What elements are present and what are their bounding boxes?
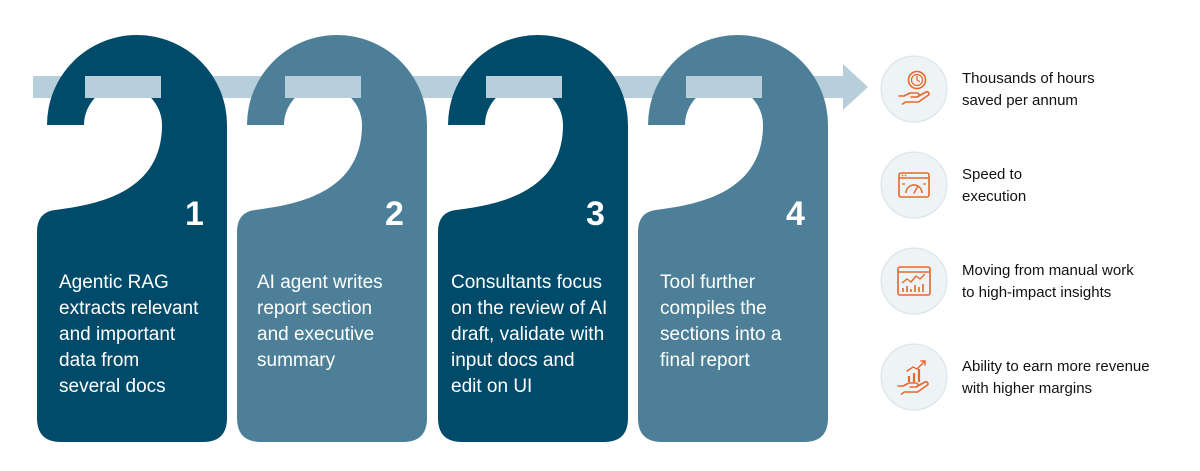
benefit-item-insights: Moving from manual work to high-impact i… — [880, 247, 1190, 317]
flow-arrow-segment — [85, 76, 161, 98]
benefit-line: Thousands of hours — [962, 70, 1095, 87]
step-3-line: Consultants focus — [451, 272, 603, 293]
benefit-line: with higher margins — [962, 380, 1093, 397]
benefit-line: saved per annum — [962, 92, 1078, 109]
step-2-number: 2 — [385, 195, 404, 233]
step-3-line: edit on UI — [451, 376, 533, 397]
benefit-line: execution — [962, 188, 1027, 205]
step-2-line: and executive — [257, 324, 375, 345]
step-3-line: on the review of AI — [451, 298, 608, 319]
clock-hand-icon — [880, 55, 948, 123]
step-4-text: Tool further compiles the sections into … — [660, 270, 835, 374]
benefit-text: Ability to earn more revenue with higher… — [962, 356, 1192, 400]
step-2-text: AI agent writes report section and execu… — [257, 270, 432, 374]
step-1-text: Agentic RAG extracts relevant and import… — [59, 270, 234, 400]
step-2-line: report section — [257, 298, 373, 319]
benefit-item-speed: Speed to execution — [880, 151, 1190, 221]
step-4-hanger — [638, 35, 828, 442]
benefit-line: Ability to earn more revenue — [962, 358, 1150, 375]
step-3-text: Consultants focus on the review of AI dr… — [451, 270, 631, 400]
flow-arrow-segment — [686, 76, 762, 98]
step-4-line: final report — [660, 350, 750, 371]
chart-browser-icon — [880, 247, 948, 315]
step-1-line: data from — [59, 350, 140, 371]
benefit-item-revenue: Ability to earn more revenue with higher… — [880, 343, 1190, 413]
growth-hand-icon — [880, 343, 948, 411]
benefit-line: to high-impact insights — [962, 284, 1112, 301]
step-1-line: extracts relevant — [59, 298, 199, 319]
benefit-text: Moving from manual work to high-impact i… — [962, 260, 1192, 304]
step-4-number: 4 — [786, 195, 805, 233]
step-2-line: AI agent writes — [257, 272, 383, 293]
speedometer-browser-icon — [880, 151, 948, 219]
step-4-line: Tool further — [660, 272, 756, 293]
step-4-line: compiles the — [660, 298, 767, 319]
step-1-line: Agentic RAG — [59, 272, 169, 293]
step-3-line: draft, validate with — [451, 324, 605, 345]
benefit-line: Speed to — [962, 166, 1023, 183]
step-2-hanger — [237, 35, 427, 442]
flow-arrow-segment — [486, 76, 562, 98]
step-2-line: summary — [257, 350, 336, 371]
step-3-hanger — [438, 35, 628, 442]
benefit-text: Thousands of hours saved per annum — [962, 68, 1192, 112]
step-3-line: input docs and — [451, 350, 575, 371]
step-1-line: several docs — [59, 376, 166, 397]
step-3-number: 3 — [586, 195, 605, 233]
benefit-line: Moving from manual work — [962, 262, 1134, 279]
step-4-line: sections into a — [660, 324, 782, 345]
step-1-number: 1 — [185, 195, 204, 233]
benefit-item-hours-saved: Thousands of hours saved per annum — [880, 55, 1190, 125]
step-1-hanger — [37, 34, 227, 442]
flow-arrow-segment — [285, 76, 361, 98]
step-1-line: and important — [59, 324, 176, 345]
benefit-text: Speed to execution — [962, 164, 1192, 208]
flow-arrow — [33, 64, 868, 110]
